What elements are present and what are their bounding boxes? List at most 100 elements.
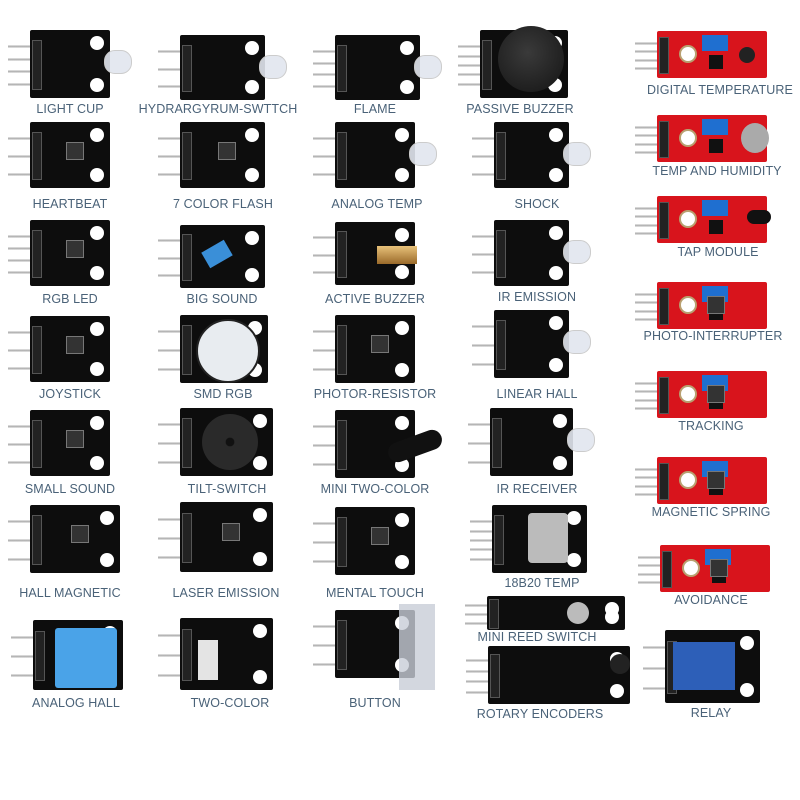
module-label: RELAY: [690, 706, 732, 720]
mounting-hole: [395, 228, 409, 242]
led: [409, 141, 437, 166]
header-pin: [465, 603, 491, 607]
mounting-hole: [605, 610, 619, 624]
header-pin: [635, 142, 661, 146]
pin-header: [482, 40, 492, 90]
header-pin: [158, 239, 184, 243]
mounting-hole: [682, 559, 700, 577]
header-pin: [635, 41, 661, 45]
header-pin: [313, 270, 339, 274]
sensor-component: [66, 335, 84, 354]
header-pin: [638, 555, 664, 559]
ic-chip: [709, 220, 723, 234]
header-pin: [8, 520, 34, 524]
pin-header: [182, 44, 192, 93]
ir-sensor: [610, 654, 630, 674]
buzzer: [202, 414, 258, 470]
header-pin: [8, 424, 34, 428]
mounting-hole: [253, 414, 267, 428]
header-pin: [458, 45, 484, 49]
microphone: [741, 123, 769, 153]
header-pin: [472, 136, 498, 140]
header-pin: [635, 67, 661, 71]
header-pin: [313, 49, 339, 53]
module-label: ANALOG HALL: [32, 696, 120, 710]
mounting-hole: [253, 552, 267, 566]
pin-header: [182, 418, 192, 468]
header-pin: [466, 659, 492, 663]
pin-header: [659, 287, 669, 326]
pin-header: [496, 131, 506, 181]
header-pin: [158, 155, 184, 158]
mounting-hole: [90, 128, 104, 142]
header-pin: [635, 309, 661, 313]
header-pin: [313, 444, 339, 447]
module-label: MINI TWO-COLOR: [320, 482, 430, 496]
mounting-hole: [245, 268, 259, 282]
module-label: IR RECEIVER: [496, 482, 578, 496]
led: [563, 141, 591, 166]
header-pin: [313, 136, 339, 140]
header-pin: [313, 559, 339, 563]
tap-sensor: [198, 640, 218, 680]
pin-header: [182, 234, 192, 281]
header-pin: [11, 674, 37, 678]
mounting-hole: [740, 636, 754, 650]
pin-header: [496, 320, 506, 370]
header-pin: [8, 367, 34, 371]
pin-header: [659, 120, 669, 159]
header-pin: [8, 271, 34, 275]
header-pin: [158, 256, 184, 260]
header-pin: [466, 690, 492, 694]
led: [567, 428, 595, 453]
module-label: TRACKING: [678, 419, 744, 433]
header-pin: [643, 646, 669, 650]
header-pin: [635, 151, 661, 155]
pin-header: [182, 325, 192, 375]
header-pin: [158, 85, 184, 89]
header-pin: [8, 246, 34, 250]
mounting-hole: [400, 80, 414, 94]
mounting-hole: [245, 80, 259, 94]
mounting-hole: [100, 511, 114, 525]
led: [563, 330, 591, 355]
header-pin: [8, 70, 34, 74]
module-label: TAP MODULE: [677, 245, 759, 259]
header-pin: [638, 581, 664, 585]
header-pin: [472, 155, 498, 158]
ir-sensor: [567, 602, 589, 624]
mounting-hole: [395, 416, 409, 430]
header-pin: [158, 49, 184, 53]
module-label: MAGNETIC SPRING: [651, 505, 771, 519]
header-pin: [8, 557, 34, 561]
header-pin: [472, 173, 498, 177]
header-pin: [466, 669, 492, 673]
mounting-hole: [90, 362, 104, 376]
pin-header: [337, 620, 347, 670]
mounting-hole: [553, 414, 567, 428]
mounting-hole: [679, 296, 697, 314]
pin-header: [35, 630, 45, 682]
module-label: IR EMISSION: [497, 290, 577, 304]
header-pin: [158, 556, 184, 560]
header-pin: [643, 686, 669, 690]
sensor-component: [709, 559, 728, 578]
mounting-hole: [553, 456, 567, 470]
mounting-hole: [90, 78, 104, 92]
mounting-hole: [549, 316, 563, 330]
sensor-component: [706, 471, 725, 490]
mounting-hole: [253, 508, 267, 522]
header-pin: [11, 635, 37, 639]
header-pin: [313, 425, 339, 429]
mounting-hole: [395, 363, 409, 377]
pin-header: [182, 629, 192, 681]
mounting-hole: [610, 684, 624, 698]
humidity-sensor: [55, 628, 117, 688]
module-label: LINEAR HALL: [496, 387, 578, 401]
module-label: TWO-COLOR: [190, 696, 270, 710]
header-pin: [635, 398, 661, 402]
rotary-knob: [528, 513, 568, 563]
header-pin: [635, 125, 661, 129]
mounting-hole: [679, 471, 697, 489]
pin-header: [182, 512, 192, 564]
